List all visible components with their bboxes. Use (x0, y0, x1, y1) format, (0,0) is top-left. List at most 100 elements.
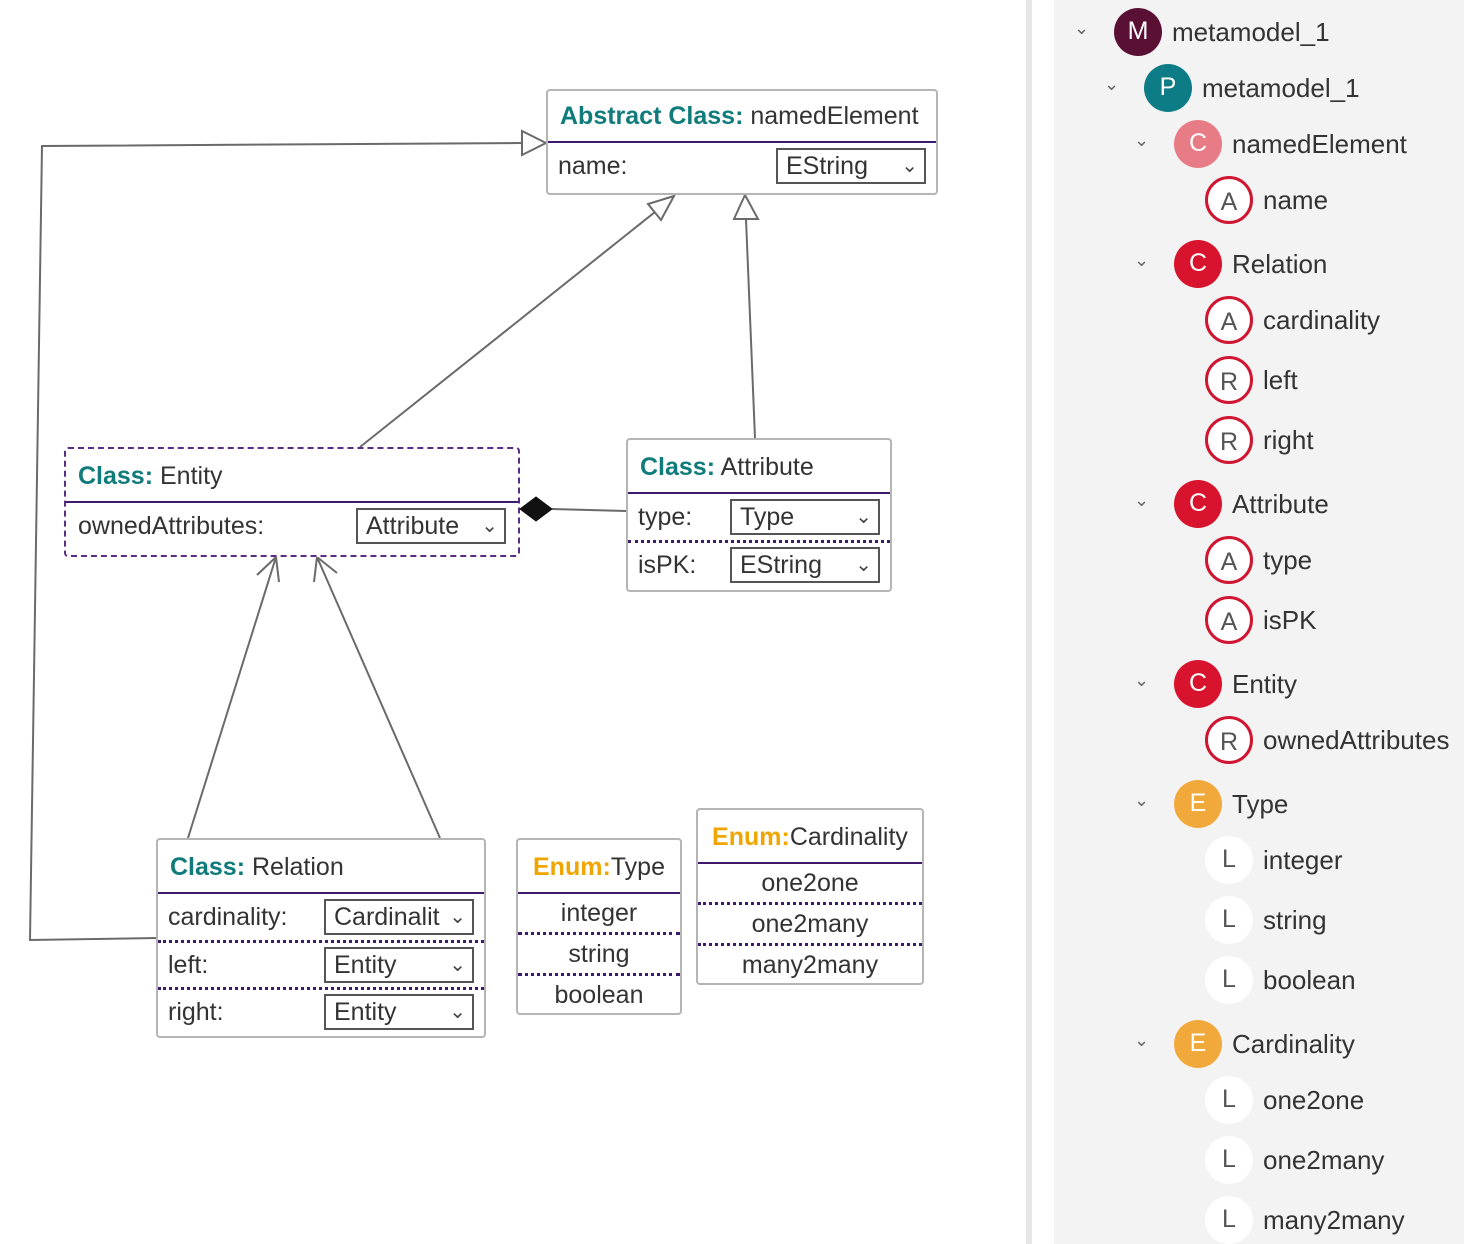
class-node-namedelement[interactable]: Abstract Class: namedElement name: EStri… (546, 89, 938, 195)
tree-item-label: cardinality (1263, 305, 1381, 335)
class-header[interactable]: Class: Entity (66, 449, 518, 503)
tree-item-literal-one2many[interactable]: L one2many (1054, 1136, 1464, 1184)
tree-item-label: many2many (1263, 1205, 1405, 1235)
tree-item-attribute-name[interactable]: A name (1054, 176, 1464, 224)
class-header[interactable]: Class: Attribute (628, 440, 890, 494)
enum-literal[interactable]: string (518, 932, 680, 973)
attribute-label: right: (168, 998, 224, 1026)
chevron-down-icon[interactable]: ⌄ (1104, 74, 1120, 94)
tree-item-reference-right[interactable]: R right (1054, 416, 1464, 464)
chevron-down-icon: ⌄ (855, 506, 872, 528)
class-keyword: Class: (170, 853, 246, 881)
literal-icon: L (1205, 836, 1253, 884)
tree-item-literal-integer[interactable]: L integer (1054, 836, 1464, 884)
tree-item-literal-one2one[interactable]: L one2one (1054, 1076, 1464, 1124)
reference-icon: R (1205, 716, 1253, 764)
class-name[interactable]: Entity (160, 462, 223, 490)
enum-literal[interactable]: integer (560, 899, 638, 927)
enum-literal[interactable]: boolean (518, 973, 680, 1014)
tree-item-label: left (1263, 365, 1298, 395)
enum-header[interactable]: Enum:Type (518, 840, 680, 894)
tree-item-enum-type[interactable]: ⌄ E Type (1054, 780, 1464, 828)
edge-relation-entity-left[interactable] (187, 556, 277, 839)
edge-relation-entity-right[interactable] (316, 556, 441, 839)
class-name[interactable]: Relation (252, 853, 344, 881)
edge-entity-namedelement-arrowhead (646, 194, 677, 222)
tree-item-label: metamodel_1 (1202, 73, 1360, 103)
class-name[interactable]: namedElement (750, 102, 919, 130)
enum-literal[interactable]: many2many (698, 943, 922, 984)
tree-item-package[interactable]: ⌄ P metamodel_1 (1054, 64, 1464, 112)
type-select[interactable]: Attribute ⌄ (356, 508, 506, 544)
attribute-row-cardinality[interactable]: cardinality: Cardinalit ⌄ (158, 894, 484, 940)
type-select[interactable]: EString ⌄ (730, 547, 880, 583)
attribute-label: type: (638, 503, 693, 531)
tree-item-label: name (1263, 185, 1329, 215)
type-select[interactable]: Entity ⌄ (324, 947, 474, 983)
attribute-row-left[interactable]: left: Entity ⌄ (158, 940, 484, 987)
attribute-row-type[interactable]: type: Type ⌄ (628, 494, 890, 540)
enum-literal[interactable]: one2one (761, 869, 859, 897)
tree-item-class-attribute[interactable]: ⌄ C Attribute (1054, 480, 1464, 528)
chevron-down-icon[interactable]: ⌄ (1134, 670, 1150, 690)
type-select[interactable]: Type ⌄ (730, 499, 880, 535)
tree-item-class-namedelement[interactable]: ⌄ C namedElement (1054, 120, 1464, 168)
tree-item-reference-left[interactable]: R left (1054, 356, 1464, 404)
reference-icon: R (1205, 356, 1253, 404)
class-icon: C (1174, 480, 1222, 528)
tree-item-label: Entity (1232, 669, 1298, 699)
enum-header[interactable]: Enum:Cardinality (698, 810, 922, 864)
chevron-down-icon[interactable]: ⌄ (1074, 18, 1090, 38)
tree-item-literal-boolean[interactable]: L boolean (1054, 956, 1464, 1004)
class-icon: C (1174, 660, 1222, 708)
class-header[interactable]: Abstract Class: namedElement (548, 91, 936, 143)
tree-item-enum-cardinality[interactable]: ⌄ E Cardinality (1054, 1020, 1464, 1068)
chevron-down-icon: ⌄ (901, 155, 918, 177)
edge-relation-entity-right-arrowhead (313, 555, 338, 583)
edge-attribute-namedelement[interactable] (745, 218, 756, 439)
panel-divider[interactable] (1026, 0, 1032, 1244)
type-select[interactable]: EString ⌄ (776, 148, 926, 184)
class-name[interactable]: Attribute (720, 453, 814, 481)
attribute-icon: A (1205, 176, 1253, 224)
enum-literal[interactable]: one2many (698, 902, 922, 943)
class-header[interactable]: Class: Relation (158, 840, 484, 894)
enum-name[interactable]: Cardinality (789, 823, 908, 851)
chevron-down-icon[interactable]: ⌄ (1134, 250, 1150, 270)
tree-item-reference-ownedattributes[interactable]: R ownedAttributes (1054, 716, 1464, 764)
chevron-down-icon[interactable]: ⌄ (1134, 790, 1150, 810)
tree-item-class-entity[interactable]: ⌄ C Entity (1054, 660, 1464, 708)
attribute-row-ownedattributes[interactable]: ownedAttributes: Attribute ⌄ (66, 503, 518, 549)
tree-item-literal-string[interactable]: L string (1054, 896, 1464, 944)
enum-node-cardinality[interactable]: Enum:Cardinality one2one one2many many2m… (696, 808, 924, 985)
tree-item-model[interactable]: ⌄ M metamodel_1 (1054, 8, 1464, 56)
tree-item-label: boolean (1263, 965, 1356, 995)
diagram-canvas[interactable]: Abstract Class: namedElement name: EStri… (0, 0, 1026, 1244)
edge-entity-namedelement[interactable] (359, 211, 656, 448)
type-select[interactable]: Cardinalit ⌄ (324, 899, 474, 935)
enum-node-type[interactable]: Enum:Type integer string boolean (516, 838, 682, 1015)
class-node-entity[interactable]: Class: Entity ownedAttributes: Attribute… (64, 447, 520, 557)
attribute-row-ispk[interactable]: isPK: EString ⌄ (628, 540, 890, 587)
tree-item-literal-many2many[interactable]: L many2many (1054, 1196, 1464, 1244)
chevron-down-icon[interactable]: ⌄ (1134, 490, 1150, 510)
attribute-row-name[interactable]: name: EString ⌄ (548, 143, 936, 189)
chevron-down-icon[interactable]: ⌄ (1134, 1030, 1150, 1050)
edge-attribute-namedelement-arrowhead (732, 192, 760, 220)
attribute-label: left: (168, 951, 209, 979)
chevron-down-icon[interactable]: ⌄ (1134, 130, 1150, 150)
literal-icon: L (1205, 1136, 1253, 1184)
tree-item-attribute-type[interactable]: A type (1054, 536, 1464, 584)
tree-item-class-relation[interactable]: ⌄ C Relation (1054, 240, 1464, 288)
edge-relation-namedelement[interactable] (28, 142, 523, 942)
tree-item-attribute-cardinality[interactable]: A cardinality (1054, 296, 1464, 344)
attribute-row-right[interactable]: right: Entity ⌄ (158, 987, 484, 1034)
edge-entity-attribute-composition[interactable] (551, 508, 627, 512)
class-node-relation[interactable]: Class: Relation cardinality: Cardinalit … (156, 838, 486, 1038)
enum-name[interactable]: Type (610, 853, 665, 881)
tree-item-attribute-ispk[interactable]: A isPK (1054, 596, 1464, 644)
type-select[interactable]: Entity ⌄ (324, 994, 474, 1030)
class-node-attribute[interactable]: Class: Attribute type: Type ⌄ isPK: EStr… (626, 438, 892, 592)
tree-item-label: string (1263, 905, 1327, 935)
attribute-icon: A (1205, 596, 1253, 644)
